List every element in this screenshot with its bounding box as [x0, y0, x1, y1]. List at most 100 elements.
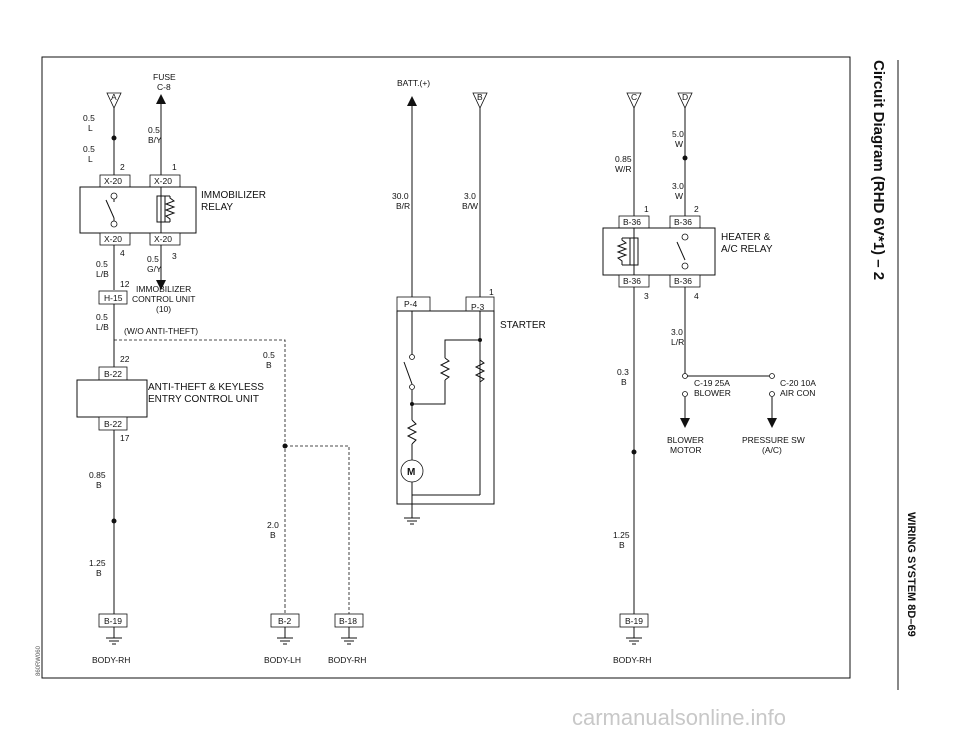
connector-label: B-19: [625, 616, 643, 626]
wire-label: 3.0: [671, 327, 683, 337]
terminal-d-icon: [677, 92, 693, 109]
wire-label: L: [88, 154, 93, 164]
connector-label: P-3: [471, 302, 485, 312]
wire-label: 0.5: [148, 125, 160, 135]
immobilizer-relay-box: [79, 186, 197, 234]
connector-b19: [98, 613, 128, 628]
wire-label: W/R: [615, 164, 632, 174]
terminal-c-icon: [626, 92, 642, 109]
pin-number: 2: [694, 204, 699, 214]
solenoid-switch: [403, 361, 413, 385]
ground-label: BODY-RH: [613, 655, 651, 665]
splice: [631, 449, 637, 455]
wire-label: B: [266, 360, 272, 370]
wire-label: B: [619, 540, 625, 550]
pin-number: 2: [120, 162, 125, 172]
fuse-label: AIR CON: [780, 388, 815, 398]
connector-x20: [149, 232, 181, 246]
relay-switch: [105, 199, 115, 219]
connector-label: P-4: [404, 299, 418, 309]
pin-number: 3: [644, 291, 649, 301]
batt-label: BATT.(+): [397, 78, 430, 88]
arrow-down-icon: [156, 280, 166, 290]
relay-label: A/C RELAY: [721, 244, 773, 255]
unit-label: ANTI-THEFT & KEYLESS: [148, 382, 264, 393]
wire-label: B/R: [396, 201, 410, 211]
coil-icon: [474, 359, 486, 383]
connector-label: B-36: [674, 276, 692, 286]
pin-number: 3: [172, 251, 177, 261]
pin-number: 1: [644, 204, 649, 214]
wire-label: G/Y: [147, 264, 162, 274]
anti-theft-unit-box: [76, 379, 148, 418]
pin-number: 1: [489, 287, 494, 297]
wire-label: 1.25: [613, 530, 630, 540]
relay-label: HEATER &: [721, 232, 771, 243]
field-coil-icon: [406, 419, 418, 445]
connector-label: B-2: [278, 616, 292, 626]
wire-label: 0.5: [96, 312, 108, 322]
terminal-b-icon: [472, 92, 488, 109]
wire-label: B: [621, 377, 627, 387]
section-header: WIRING SYSTEM 8D–69: [905, 512, 917, 637]
pin-number: 12: [120, 279, 130, 289]
wire-label: 0.5: [83, 144, 95, 154]
cu-label: CONTROL UNIT: [132, 294, 195, 304]
wire-label: 1.25: [89, 558, 106, 568]
relay-label: IMMOBILIZER: [201, 190, 266, 201]
terminal-a: A: [111, 92, 117, 102]
resistor-icon: [616, 238, 628, 265]
arrow-up-icon: [407, 96, 417, 106]
ground-label: BODY-LH: [264, 655, 301, 665]
connector-label: X-20: [104, 176, 122, 186]
wire-label: 2.0: [267, 520, 279, 530]
ground-group: B-19 BODY-RH B-2 BODY-LH B-18 BODY-RH: [92, 605, 366, 665]
splice: [111, 135, 117, 141]
terminal-c: C: [631, 92, 637, 102]
pin-number: 17: [120, 433, 130, 443]
wire-label: 30.0: [392, 191, 409, 201]
connector-label: H-15: [104, 293, 123, 303]
optional-wire: [114, 339, 286, 605]
relay-label: RELAY: [201, 202, 233, 213]
motor-label: M: [407, 467, 415, 478]
wire-label: 0.5: [96, 259, 108, 269]
pin-number: 4: [120, 248, 125, 258]
connector-label: B-19: [104, 616, 122, 626]
fuse-label: FUSE: [153, 72, 176, 82]
wire-label: L/B: [96, 269, 109, 279]
connector-label: X-20: [104, 234, 122, 244]
wire-label: W: [675, 191, 683, 201]
wire-label: B/W: [462, 201, 478, 211]
watermark: carmanualsonline.info: [572, 705, 786, 730]
load-label: BLOWER: [667, 435, 704, 445]
starter-label: STARTER: [500, 320, 546, 331]
arrow-down-icon: [767, 418, 777, 428]
load-label: MOTOR: [670, 445, 701, 455]
wire-label: B: [96, 480, 102, 490]
cu-label: IMMOBILIZER: [136, 284, 191, 294]
fuse-label: BLOWER: [694, 388, 731, 398]
arrow-up-icon: [156, 94, 166, 104]
connector-label: B-18: [339, 616, 357, 626]
cu-label: (10): [156, 304, 171, 314]
option-label: (W/O ANTI-THEFT): [124, 326, 198, 336]
splice: [111, 518, 117, 524]
page-title: Circuit Diagram (RHD 6V*1) – 2: [870, 60, 887, 280]
unit-label: ENTRY CONTROL UNIT: [148, 394, 259, 405]
wire-label: L: [88, 123, 93, 133]
wire-label: 3.0: [464, 191, 476, 201]
heater-relay-box: [602, 227, 716, 276]
wire-label: 0.5: [147, 254, 159, 264]
connector-b22: [98, 416, 128, 431]
diagram-frame: [41, 56, 851, 679]
splice: [682, 155, 688, 161]
connector-label: B-36: [623, 217, 641, 227]
resistor-icon: [164, 196, 176, 222]
connector-h15: [98, 290, 128, 305]
ground-label: BODY-RH: [328, 655, 366, 665]
pin-number: 4: [694, 291, 699, 301]
connector-label: B-36: [674, 217, 692, 227]
wire-label: 0.5: [263, 350, 275, 360]
